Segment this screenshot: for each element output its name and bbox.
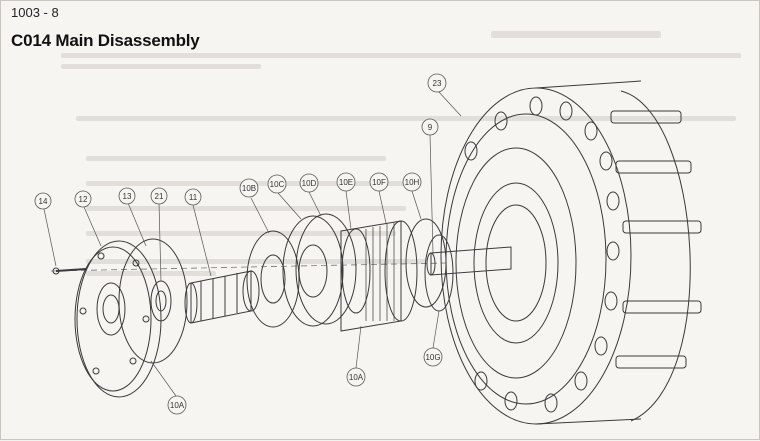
- callout-label: 10E: [339, 178, 353, 187]
- callout-label: 10H: [405, 178, 420, 187]
- page-title: C014 Main Disassembly: [11, 31, 200, 50]
- callout-label: 10C: [270, 180, 285, 189]
- o-ring-part: [118, 238, 188, 364]
- callout-label: 10D: [302, 179, 317, 188]
- leader-lines: [43, 90, 462, 397]
- document-number: 1003 - 8: [11, 5, 59, 20]
- cover-plate-part: [74, 240, 162, 398]
- retaining-ring-10h-part: [405, 218, 447, 308]
- callout-label: 13: [123, 192, 132, 201]
- callout-label: 14: [39, 197, 48, 206]
- callout-label: 10A: [170, 401, 185, 410]
- sun-shaft-part: [426, 246, 512, 276]
- callout-label: 11: [189, 193, 198, 202]
- callout-label: 10F: [372, 178, 386, 187]
- planet-carrier-part: [282, 213, 418, 332]
- callout-label: 10B: [242, 184, 256, 193]
- center-axis-line: [50, 262, 447, 272]
- callout-label: 21: [155, 192, 164, 201]
- callout-label: 10G: [425, 353, 440, 362]
- input-shaft-part: [184, 270, 260, 324]
- bolt-part: [52, 267, 87, 275]
- callout-label: 12: [79, 195, 88, 204]
- callout-labels: 14 12 13 21 11 10B 10C 10D 10E 10F 10H 9…: [39, 79, 442, 410]
- callout-label: 23: [433, 79, 442, 88]
- wheel-hub-part: [440, 80, 702, 425]
- callout-label: 10A: [349, 373, 364, 382]
- callout-label: 9: [428, 123, 433, 132]
- washer-10b-part: [246, 230, 300, 328]
- callout-bubbles: [34, 73, 447, 415]
